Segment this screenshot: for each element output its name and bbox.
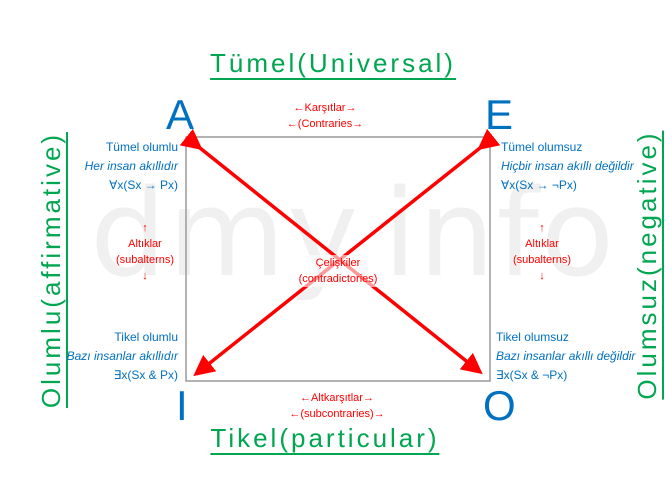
corner-i: I [176, 382, 188, 429]
e-label: Tümel olumsuz [501, 140, 583, 154]
title-particular: Tikel(particular) [210, 423, 440, 455]
a-label: Tümel olumlu [105, 140, 178, 154]
down-arrow-icon: ↓ [142, 270, 148, 282]
contradictories-label: Çelişkiler (contradictories) [298, 255, 378, 287]
up-arrow-icon: ↑ [142, 222, 148, 234]
subcontraries-label: ←Altkarşıtlar→ ←(subcontraries)→ [289, 390, 384, 422]
e-description: Tümel olumsuz Hiçbir insan akıllı değild… [501, 138, 634, 195]
i-formula: ∃x(Sx & Px) [113, 368, 178, 382]
title-universal: Tümel(Universal) [210, 48, 456, 80]
subcontraries-en: ←(subcontraries)→ [289, 408, 385, 420]
contraries-tr: ←Karşıtlar→ [293, 102, 357, 114]
a-description: Tümel olumlu Her insan akıllıdır ∀x(Sx →… [85, 138, 178, 195]
contraries-label: ←Karşıtlar→ ←(Contraries→ [287, 100, 363, 132]
i-example: Bazı insanlar akıllıdır [66, 349, 178, 363]
e-formula: ∀x(Sx → ¬Px) [501, 178, 577, 192]
subalterns-en: (subalterns) [115, 254, 175, 266]
a-example: Her insan akıllıdır [84, 159, 178, 173]
contraries-en: ←(Contraries→ [286, 118, 364, 130]
o-example: Bazı insanlar akıllı değildir [496, 349, 636, 363]
down-arrow-icon: ↓ [539, 270, 545, 282]
i-label: Tikel olumlu [114, 330, 178, 344]
corner-e: E [485, 91, 514, 138]
contradictories-tr: Çelişkiler [315, 257, 361, 269]
o-label: Tikel olumsuz [496, 330, 569, 344]
corner-a: A [166, 91, 195, 138]
e-example: Hiçbir insan akıllı değildir [501, 159, 634, 173]
subalterns-en: (subalterns) [512, 254, 572, 266]
subalterns-tr: Altıklar [525, 238, 559, 250]
up-arrow-icon: ↑ [539, 222, 545, 234]
o-formula: ∃x(Sx & ¬Px) [496, 368, 568, 382]
contradictories-en: (contradictories) [298, 273, 378, 285]
title-affirmative: Olumlu(affirmative) [36, 131, 68, 409]
corner-o: O [483, 382, 516, 429]
a-formula: ∀x(Sx → Px) [109, 178, 178, 192]
i-description: Tikel olumlu Bazı insanlar akıllıdır ∃x(… [67, 328, 178, 385]
subalterns-left-label: ↑ Altıklar (subalterns) ↓ [116, 220, 174, 284]
subalterns-tr: Altıklar [128, 238, 162, 250]
o-description: Tikel olumsuz Bazı insanlar akıllı değil… [496, 328, 635, 385]
subcontraries-tr: ←Altkarşıtlar→ [300, 392, 374, 404]
subalterns-right-label: ↑ Altıklar (subalterns) ↓ [513, 220, 571, 284]
title-negative: Olumsuz(negative) [632, 130, 664, 400]
